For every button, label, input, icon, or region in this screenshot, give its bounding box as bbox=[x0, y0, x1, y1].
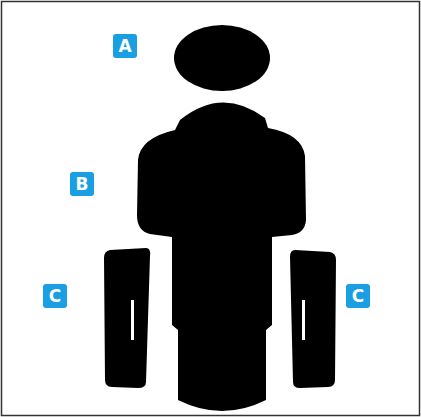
part-label: B bbox=[70, 172, 94, 196]
torso bbox=[137, 102, 306, 411]
part-label: C bbox=[43, 284, 67, 308]
head bbox=[174, 25, 270, 91]
left-part bbox=[104, 248, 150, 388]
part-label: C bbox=[346, 284, 370, 308]
right-slit bbox=[302, 300, 305, 340]
part-label: A bbox=[113, 34, 137, 58]
right-part bbox=[290, 250, 336, 388]
left-slit bbox=[131, 300, 134, 340]
